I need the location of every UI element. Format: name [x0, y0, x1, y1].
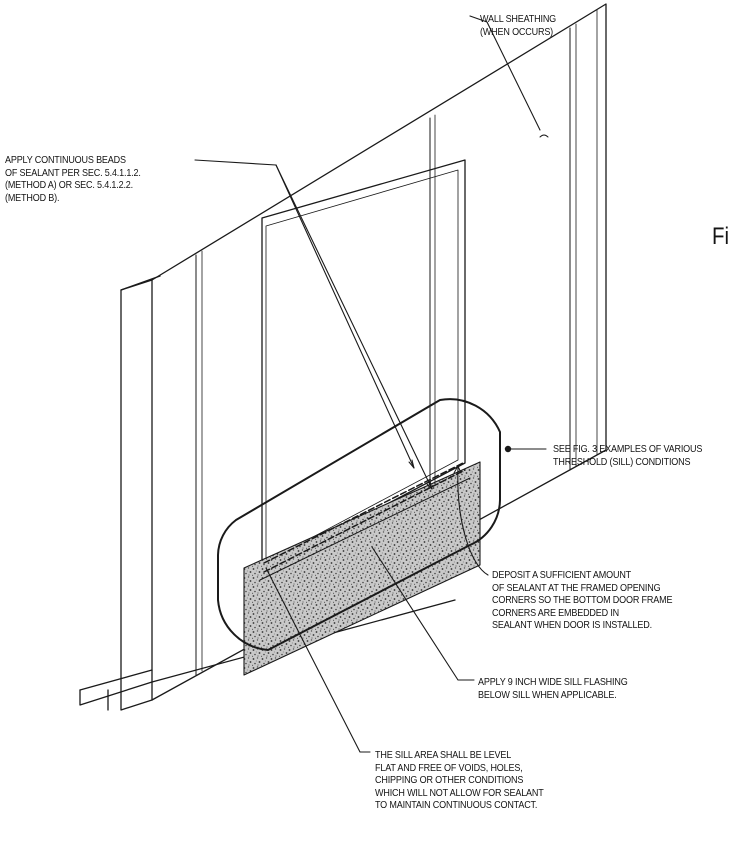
wall-sheathing-panel — [120, 3, 607, 711]
sill-area-note: THE SILL AREA SHALL BE LEVEL FLAT AND FR… — [375, 749, 544, 812]
leader-lines — [194, 15, 547, 753]
figure-label-fragment: Fi — [712, 223, 729, 250]
sealant-beads — [259, 461, 471, 581]
sill-flashing-note: APPLY 9 INCH WIDE SILL FLASHING BELOW SI… — [478, 676, 628, 701]
see-fig-3-note: SEE FIG. 3 EXAMPLES OF VARIOUS THRESHOLD… — [553, 443, 703, 468]
wall-sheathing-note: WALL SHEATHING (WHEN OCCURS) — [480, 13, 557, 38]
deposit-sealant-note: DEPOSIT A SUFFICIENT AMOUNT OF SEALANT A… — [492, 569, 673, 632]
sill-flashing — [243, 461, 481, 676]
sealant-beads-note: APPLY CONTINUOUS BEADS OF SEALANT PER SE… — [5, 154, 141, 204]
